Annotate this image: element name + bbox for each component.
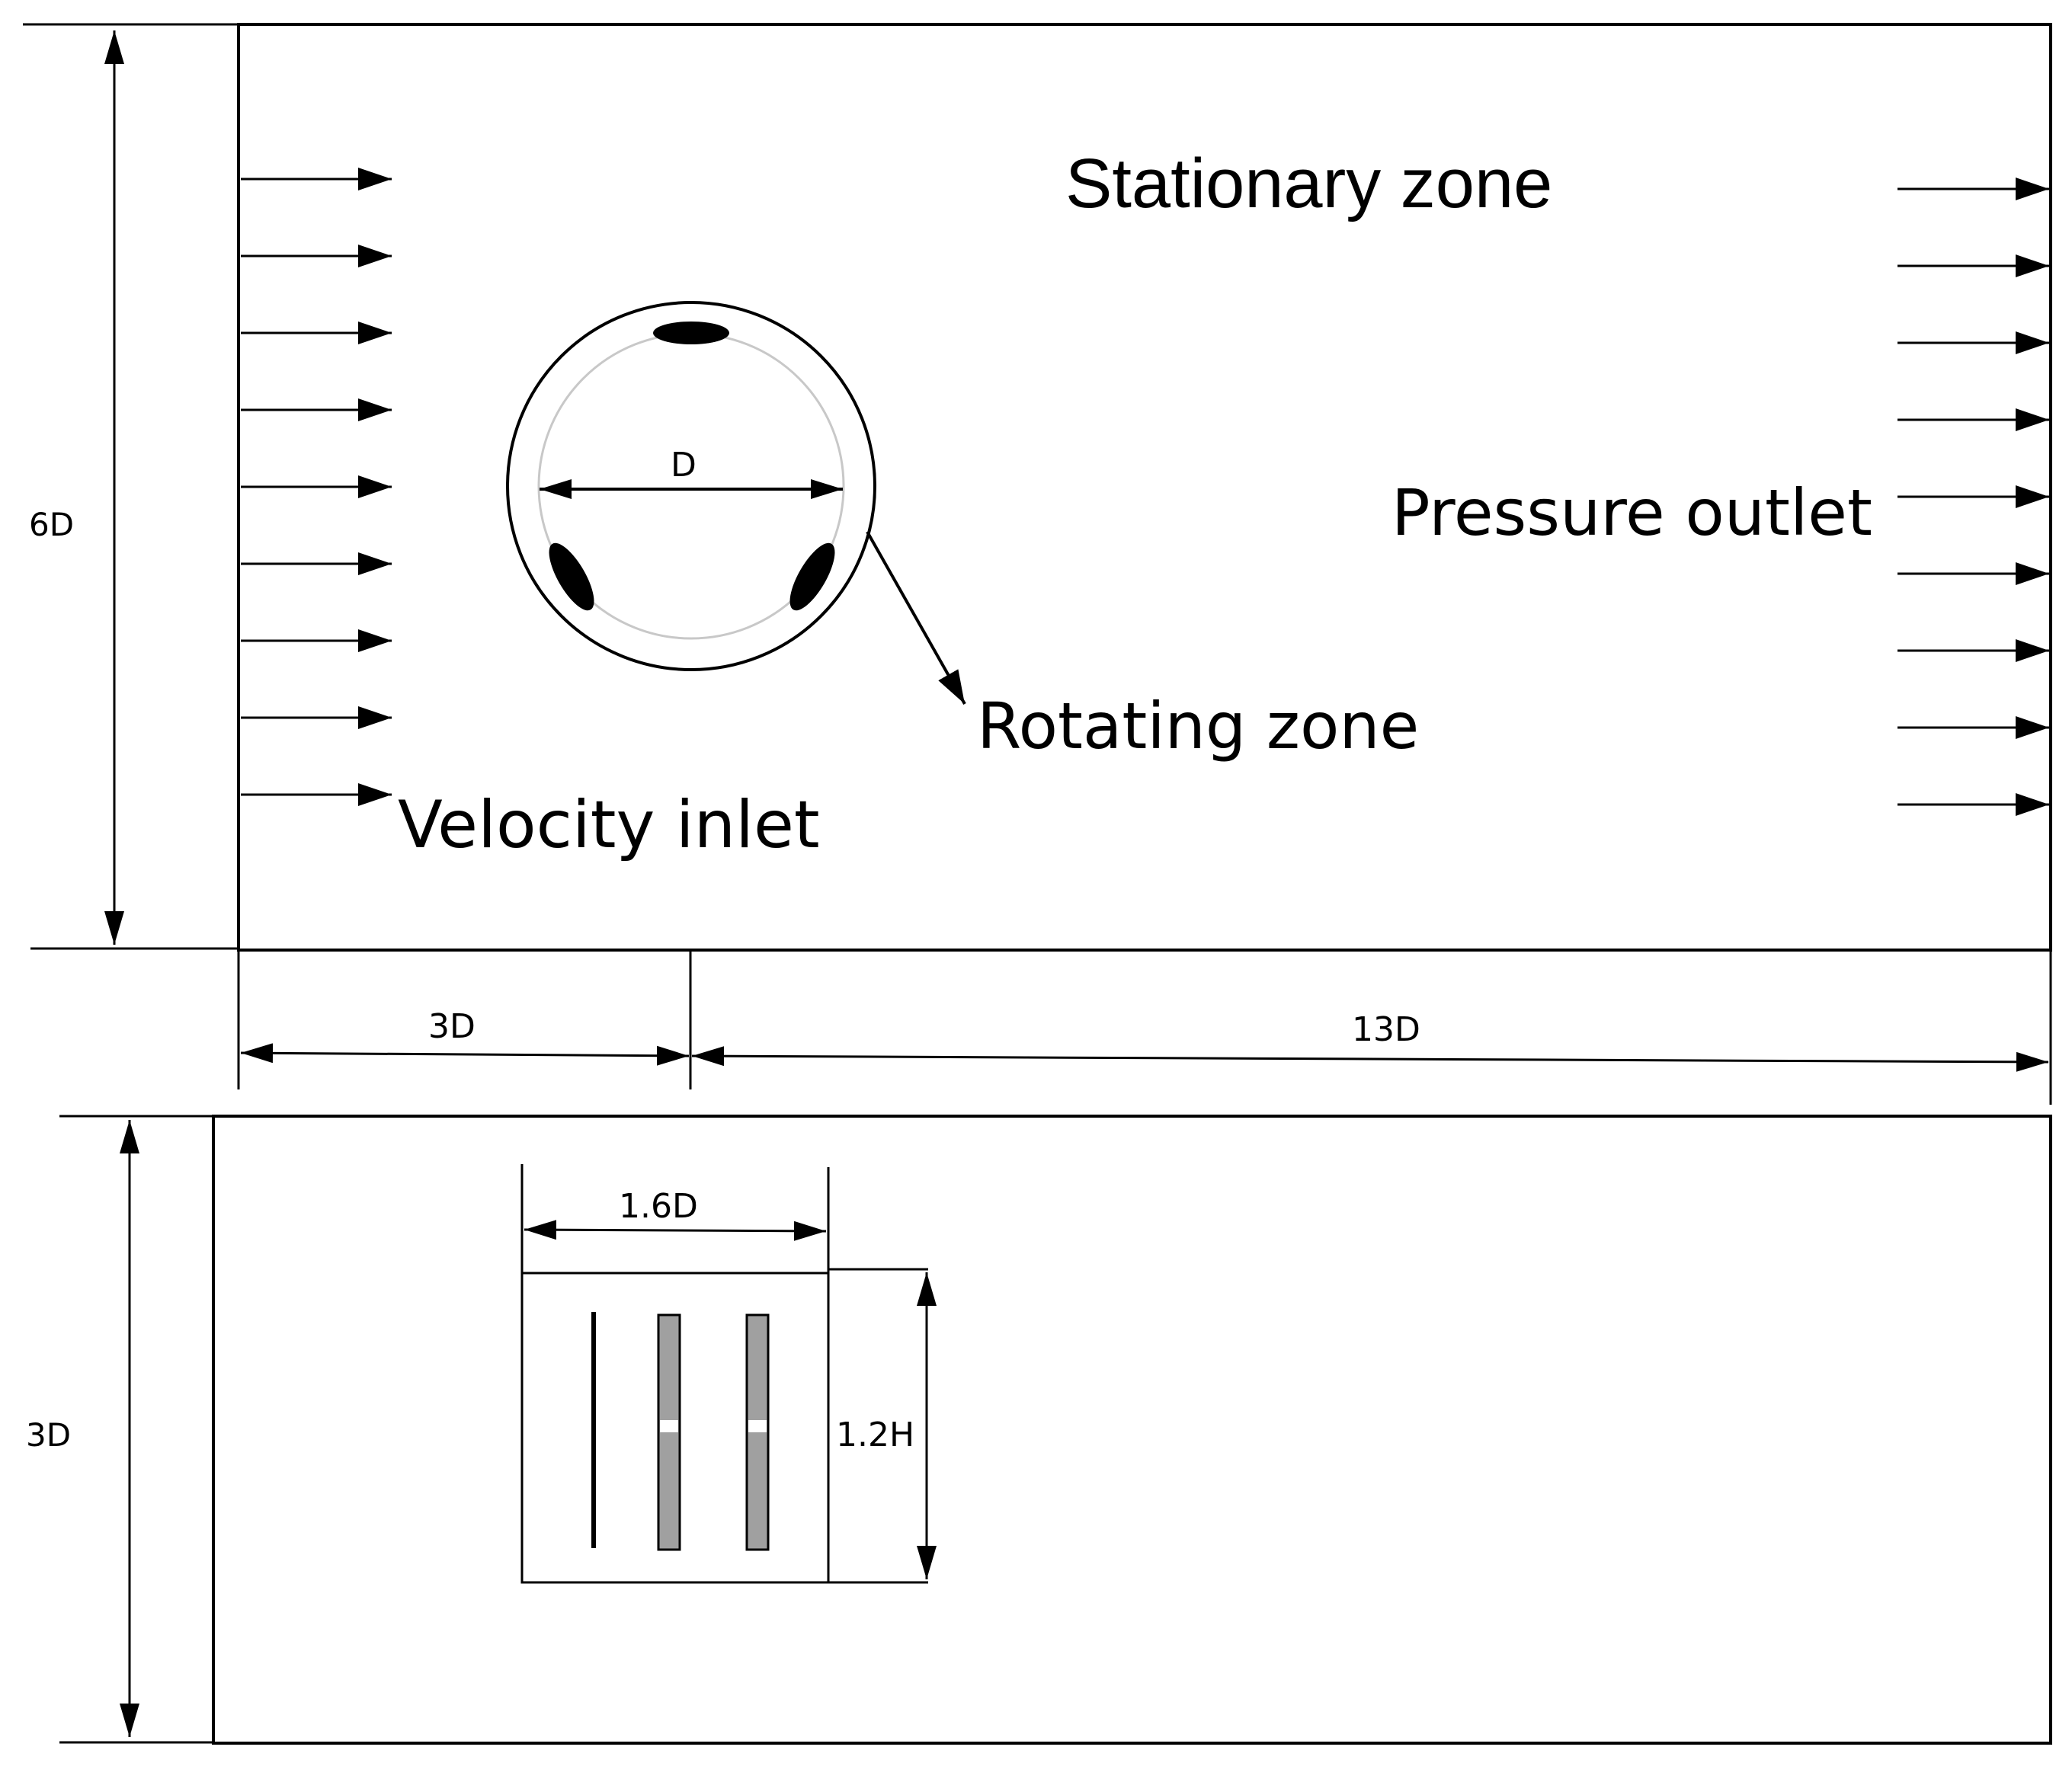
top-domain-boundary — [237, 23, 2052, 952]
pressure-outlet-label: Pressure outlet — [1391, 475, 1872, 550]
downstream-length-label: 13D — [1352, 1010, 1420, 1049]
rotating-zone-width-label: 1.6D — [619, 1187, 698, 1226]
blade-right — [789, 542, 835, 611]
rotating-zone-height-label: 1.2H — [836, 1416, 914, 1454]
rotating-zone-pointer-arrow — [866, 531, 966, 705]
side-domain-height-label: 3D — [26, 1416, 71, 1454]
side-rotating-zone-box — [520, 1272, 830, 1584]
rotating-zone-circle — [506, 301, 876, 671]
rotating-zone-width-arrow — [524, 1220, 827, 1241]
side-blade-right-gap — [748, 1420, 767, 1432]
upstream-length-label: 3D — [428, 1007, 476, 1046]
top-view: 6D Stationary zone Pressure outlet Rotat… — [23, 23, 2052, 1105]
rotor-diameter-label: D — [671, 446, 697, 485]
blade-left — [549, 542, 594, 611]
domain-height-label: 6D — [29, 506, 74, 543]
side-blade-middle-gap — [660, 1420, 678, 1432]
blade-top — [653, 322, 729, 344]
pressure-outlet-arrows — [1897, 178, 2049, 816]
stationary-zone-label: Stationary zone — [1065, 145, 1552, 222]
upstream-length-arrow — [240, 1043, 690, 1066]
rotating-zone-label: Rotating zone — [977, 689, 1419, 763]
velocity-inlet-label: Velocity inlet — [398, 787, 820, 863]
side-domain-boundary — [212, 1115, 2052, 1745]
side-view: 3D 1.6D 1.2H — [26, 1115, 2052, 1745]
velocity-inlet-arrows — [241, 168, 392, 806]
downstream-length-arrow — [691, 1046, 2049, 1072]
